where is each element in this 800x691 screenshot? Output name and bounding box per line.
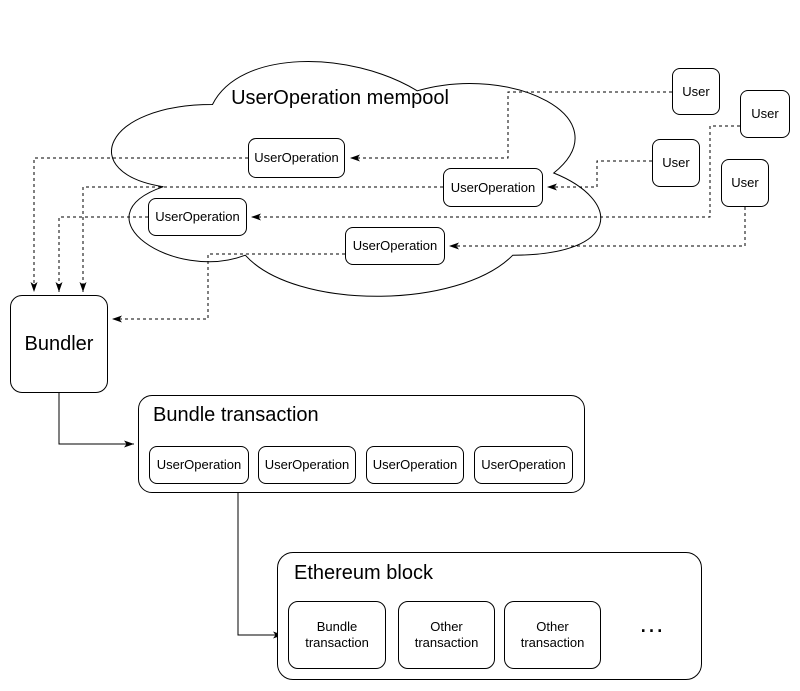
ethereum-block-bundle-transaction: Bundle transaction — [288, 601, 386, 669]
user-node-2: User — [740, 90, 790, 138]
mempool-userop-4: UserOperation — [345, 227, 445, 265]
ethereum-block-other-transaction-2: Other transaction — [504, 601, 601, 669]
user-node-1: User — [672, 68, 720, 115]
ethereum-block-other-transaction-1: Other transaction — [398, 601, 495, 669]
bundle-userop-1: UserOperation — [149, 446, 249, 484]
edge-userop4-to-bundler — [112, 253, 345, 323]
mempool-title: UserOperation mempool — [231, 87, 449, 109]
ethereum-block-container: Ethereum block Bundle transaction Other … — [277, 552, 702, 680]
bundle-userop-2: UserOperation — [258, 446, 356, 484]
mempool-cloud-shape — [110, 61, 602, 297]
bundler-node: Bundler — [10, 295, 108, 393]
more-transactions-ellipsis: ... — [639, 608, 665, 638]
user-node-4: User — [721, 159, 769, 207]
bundle-userop-3: UserOperation — [366, 446, 464, 484]
bundle-transaction-title: Bundle transaction — [153, 404, 319, 426]
edge-user2-to-userop3 — [251, 125, 740, 221]
edge-user1-to-userop1 — [350, 91, 672, 162]
edge-bundler-to-bundle-transaction — [58, 393, 134, 448]
user-node-3: User — [652, 139, 700, 187]
bundle-transaction-container: Bundle transaction UserOperation UserOpe… — [138, 395, 585, 493]
mempool-userop-1: UserOperation — [248, 138, 345, 178]
edge-user4-to-userop4 — [449, 207, 746, 250]
mempool-userop-2: UserOperation — [443, 168, 543, 207]
bundle-userop-4: UserOperation — [474, 446, 573, 484]
mempool-userop-3: UserOperation — [148, 198, 247, 236]
edge-bundle-transaction-to-ethereum-block — [237, 493, 283, 639]
edge-user3-to-userop2 — [547, 160, 652, 191]
edge-userop3-to-bundler — [55, 216, 148, 292]
edge-userop2-to-bundler — [79, 186, 443, 292]
ethereum-block-title: Ethereum block — [294, 562, 433, 584]
